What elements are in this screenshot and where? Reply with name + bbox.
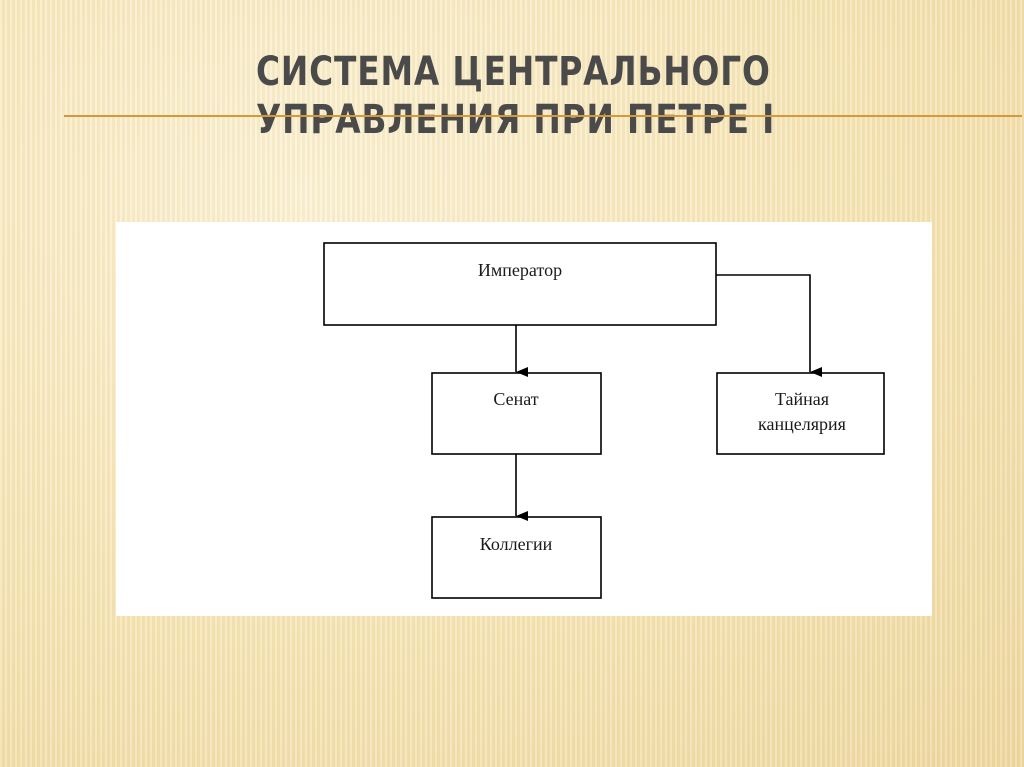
collegia-label: Коллегии: [480, 534, 553, 554]
secret-chancellery-label-line-2: канцелярия: [758, 414, 846, 434]
emperor-box: [323, 242, 717, 326]
collegia-box: [431, 516, 602, 599]
senate-label: Сенат: [493, 389, 538, 409]
edge-emperor-secret-chancellery: [716, 274, 822, 377]
slide-title: СИСТЕМА ЦЕНТРАЛЬНОГО УПРАВЛЕНИЯ ПРИ ПЕТР…: [256, 48, 774, 144]
org-chart: Император Сенат Тайная канцелярия Коллег…: [323, 242, 885, 599]
slide-title-line-2: УПРАВЛЕНИЯ ПРИ ПЕТРЕ I: [256, 97, 776, 143]
emperor-label: Император: [478, 260, 562, 280]
senate-box: [431, 372, 602, 455]
title-rule: [64, 115, 1022, 117]
diagram-panel: Император Сенат Тайная канцелярия Коллег…: [116, 222, 932, 616]
secret-chancellery-label-line-1: Тайная: [775, 389, 829, 409]
slide-title-line-1: СИСТЕМА ЦЕНТРАЛЬНОГО: [256, 49, 771, 95]
secret-chancellery-box: [716, 372, 885, 455]
